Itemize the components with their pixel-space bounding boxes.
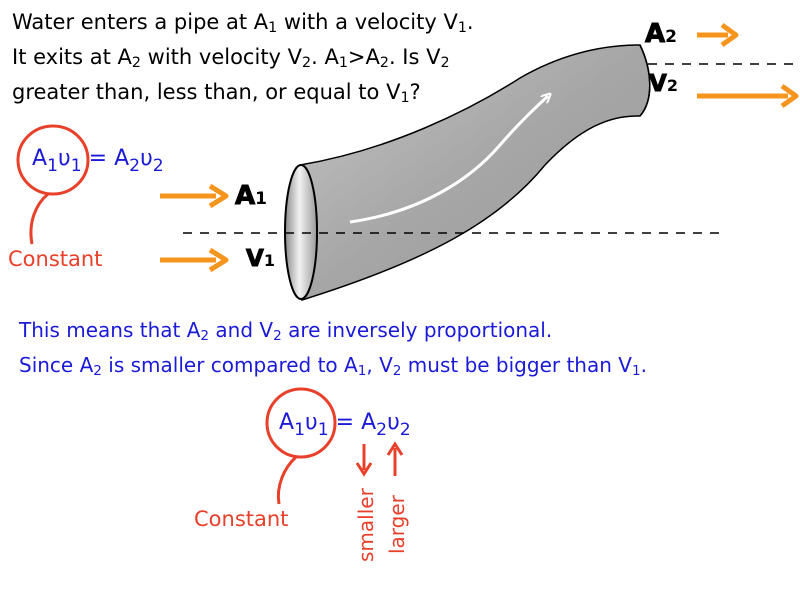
constant-circle-bottom xyxy=(265,387,337,459)
question-text: Water enters a pipe at A1 with a velocit… xyxy=(12,8,512,113)
question-line-3: greater than, less than, or equal to V1? xyxy=(12,80,421,107)
constant-leader-top xyxy=(29,192,50,245)
continuity-equation-bottom: A1υ1 = A2υ2 xyxy=(279,410,411,440)
label-larger: larger xyxy=(385,495,409,554)
label-v1: V1 xyxy=(246,246,275,273)
constant-circle-top xyxy=(16,124,90,196)
explanation-line-1: This means that A2 and V2 are inversely … xyxy=(19,318,553,344)
explanation-line-2: Since A2 is smaller compared to A1, V2 m… xyxy=(19,353,647,379)
constant-label-top: Constant xyxy=(8,247,103,271)
pipe-outlet xyxy=(639,44,651,117)
arrow-a2 xyxy=(697,22,739,48)
label-a2: A2 xyxy=(644,19,677,50)
arrow-v2 xyxy=(697,83,799,109)
arrow-a1 xyxy=(160,183,229,209)
label-v2: V2 xyxy=(649,71,678,98)
flow-arrow xyxy=(349,96,548,224)
constant-label-bottom: Constant xyxy=(194,507,289,531)
arrow-v1 xyxy=(160,247,229,273)
label-a1: A1 xyxy=(234,181,267,212)
arrow-down-smaller xyxy=(355,444,373,477)
constant-leader-bottom xyxy=(276,455,298,505)
arrow-up-larger xyxy=(386,441,404,476)
question-line-2: It exits at A2 with velocity V2. A1>A2. … xyxy=(12,45,450,72)
pipe-inlet xyxy=(284,164,318,300)
pipe-body xyxy=(299,44,651,302)
label-smaller: smaller xyxy=(354,488,378,562)
question-line-1: Water enters a pipe at A1 with a velocit… xyxy=(12,10,474,37)
continuity-equation-top: A1υ1 = A2υ2 xyxy=(32,146,164,176)
